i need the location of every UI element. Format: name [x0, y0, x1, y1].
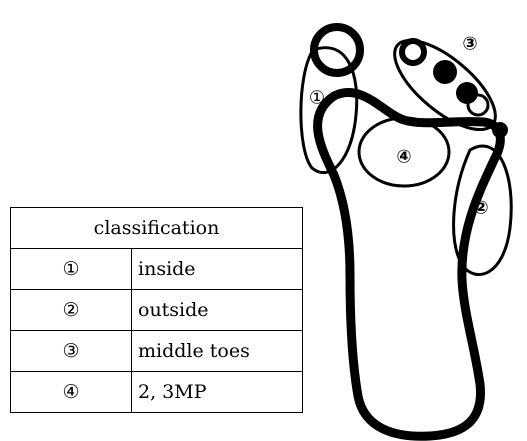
- row-number: ③: [11, 331, 132, 372]
- table-row: ② outside: [11, 290, 303, 331]
- table-row: ① inside: [11, 249, 303, 290]
- table-header: classification: [11, 208, 303, 249]
- row-number: ④: [11, 372, 132, 413]
- toe-3: [433, 60, 457, 84]
- row-region: middle toes: [132, 331, 303, 372]
- toe-5: [468, 95, 488, 115]
- label-middle-toes: ③: [462, 34, 477, 55]
- classification-table: classification ① inside ② outside ③ midd…: [10, 207, 303, 413]
- toe-4: [456, 82, 478, 104]
- label-outside: ②: [473, 198, 488, 219]
- row-number: ①: [11, 249, 132, 290]
- label-inside: ①: [309, 88, 325, 109]
- middle-toes-region-outline: [381, 25, 509, 145]
- row-region: inside: [132, 249, 303, 290]
- label-mp: ④: [396, 147, 411, 168]
- table-row: ④ 2, 3MP: [11, 372, 303, 413]
- toe-2: [402, 41, 424, 63]
- row-region: 2, 3MP: [132, 372, 303, 413]
- row-number: ②: [11, 290, 132, 331]
- table-row: ③ middle toes: [11, 331, 303, 372]
- table-header-row: classification: [11, 208, 303, 249]
- foot-outline: [318, 92, 501, 436]
- little-toe: [492, 122, 508, 138]
- row-region: outside: [132, 290, 303, 331]
